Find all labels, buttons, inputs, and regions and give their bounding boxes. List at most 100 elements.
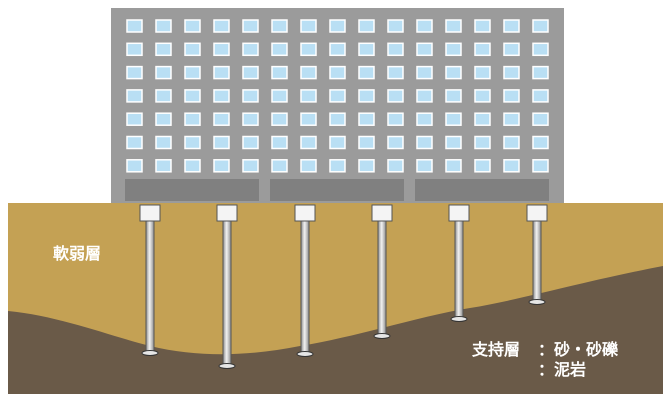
window bbox=[213, 89, 230, 103]
bearing-layer-label: 支持層 bbox=[472, 340, 521, 359]
pile-shaft bbox=[377, 219, 387, 336]
window bbox=[329, 42, 346, 57]
window bbox=[184, 19, 201, 33]
pile-cap bbox=[294, 204, 316, 222]
window bbox=[387, 112, 404, 126]
window bbox=[300, 89, 317, 103]
window bbox=[503, 65, 520, 80]
pile-foot bbox=[373, 333, 391, 339]
window bbox=[474, 159, 491, 173]
window bbox=[474, 112, 491, 126]
window bbox=[532, 65, 549, 80]
window bbox=[416, 89, 433, 103]
window bbox=[387, 42, 404, 57]
window bbox=[445, 159, 462, 173]
basement-section bbox=[270, 179, 404, 201]
window bbox=[300, 65, 317, 80]
window bbox=[329, 159, 346, 173]
window bbox=[474, 19, 491, 33]
window bbox=[271, 42, 288, 57]
pile-cap bbox=[448, 204, 470, 222]
pile-cap bbox=[216, 204, 238, 222]
pile-cap bbox=[371, 204, 393, 222]
pile-foot bbox=[450, 316, 468, 322]
window bbox=[242, 42, 259, 57]
pile-foot bbox=[296, 351, 314, 357]
window bbox=[213, 159, 230, 173]
window bbox=[213, 42, 230, 57]
window bbox=[126, 65, 143, 80]
window bbox=[126, 19, 143, 33]
window bbox=[387, 89, 404, 103]
pile bbox=[139, 204, 161, 356]
window bbox=[503, 42, 520, 57]
window bbox=[271, 112, 288, 126]
window bbox=[445, 65, 462, 80]
window bbox=[155, 65, 172, 80]
window bbox=[242, 65, 259, 80]
pile bbox=[371, 204, 393, 339]
window bbox=[155, 42, 172, 57]
building bbox=[111, 8, 564, 203]
window bbox=[416, 112, 433, 126]
window bbox=[184, 135, 201, 150]
window bbox=[184, 65, 201, 80]
window bbox=[532, 19, 549, 33]
window bbox=[358, 112, 375, 126]
window bbox=[242, 112, 259, 126]
window bbox=[445, 135, 462, 150]
window bbox=[358, 19, 375, 33]
window bbox=[155, 89, 172, 103]
pile-shaft bbox=[222, 219, 232, 366]
pile-cap bbox=[526, 204, 548, 222]
pile bbox=[216, 204, 238, 369]
window bbox=[358, 159, 375, 173]
window bbox=[126, 135, 143, 150]
window bbox=[271, 89, 288, 103]
window bbox=[358, 89, 375, 103]
window bbox=[184, 112, 201, 126]
window bbox=[329, 135, 346, 150]
window bbox=[271, 65, 288, 80]
window bbox=[387, 135, 404, 150]
window bbox=[184, 89, 201, 103]
pile-shaft bbox=[454, 219, 464, 319]
soft-layer-label: 軟弱層 bbox=[53, 244, 102, 263]
window bbox=[474, 65, 491, 80]
window bbox=[329, 19, 346, 33]
pile-shaft bbox=[532, 219, 542, 302]
bearing-layer-sand-gravel: ：砂・砂礫 bbox=[538, 340, 619, 359]
window bbox=[271, 159, 288, 173]
window bbox=[445, 112, 462, 126]
window bbox=[474, 135, 491, 150]
window bbox=[329, 89, 346, 103]
pile-cap bbox=[139, 204, 161, 222]
window bbox=[155, 19, 172, 33]
bearing-layer-mudstone: ：泥岩 bbox=[538, 360, 587, 379]
window bbox=[503, 89, 520, 103]
window bbox=[503, 19, 520, 33]
window bbox=[532, 159, 549, 173]
window bbox=[445, 42, 462, 57]
window bbox=[532, 112, 549, 126]
pile bbox=[294, 204, 316, 357]
window bbox=[242, 89, 259, 103]
window bbox=[300, 135, 317, 150]
window bbox=[271, 135, 288, 150]
window bbox=[532, 135, 549, 150]
pile bbox=[448, 204, 470, 322]
window bbox=[300, 159, 317, 173]
window bbox=[126, 89, 143, 103]
window bbox=[474, 42, 491, 57]
window bbox=[300, 42, 317, 57]
window bbox=[242, 19, 259, 33]
window bbox=[416, 19, 433, 33]
window bbox=[329, 112, 346, 126]
window bbox=[416, 135, 433, 150]
window bbox=[416, 65, 433, 80]
window bbox=[155, 159, 172, 173]
window bbox=[155, 135, 172, 150]
window bbox=[503, 135, 520, 150]
window bbox=[445, 19, 462, 33]
